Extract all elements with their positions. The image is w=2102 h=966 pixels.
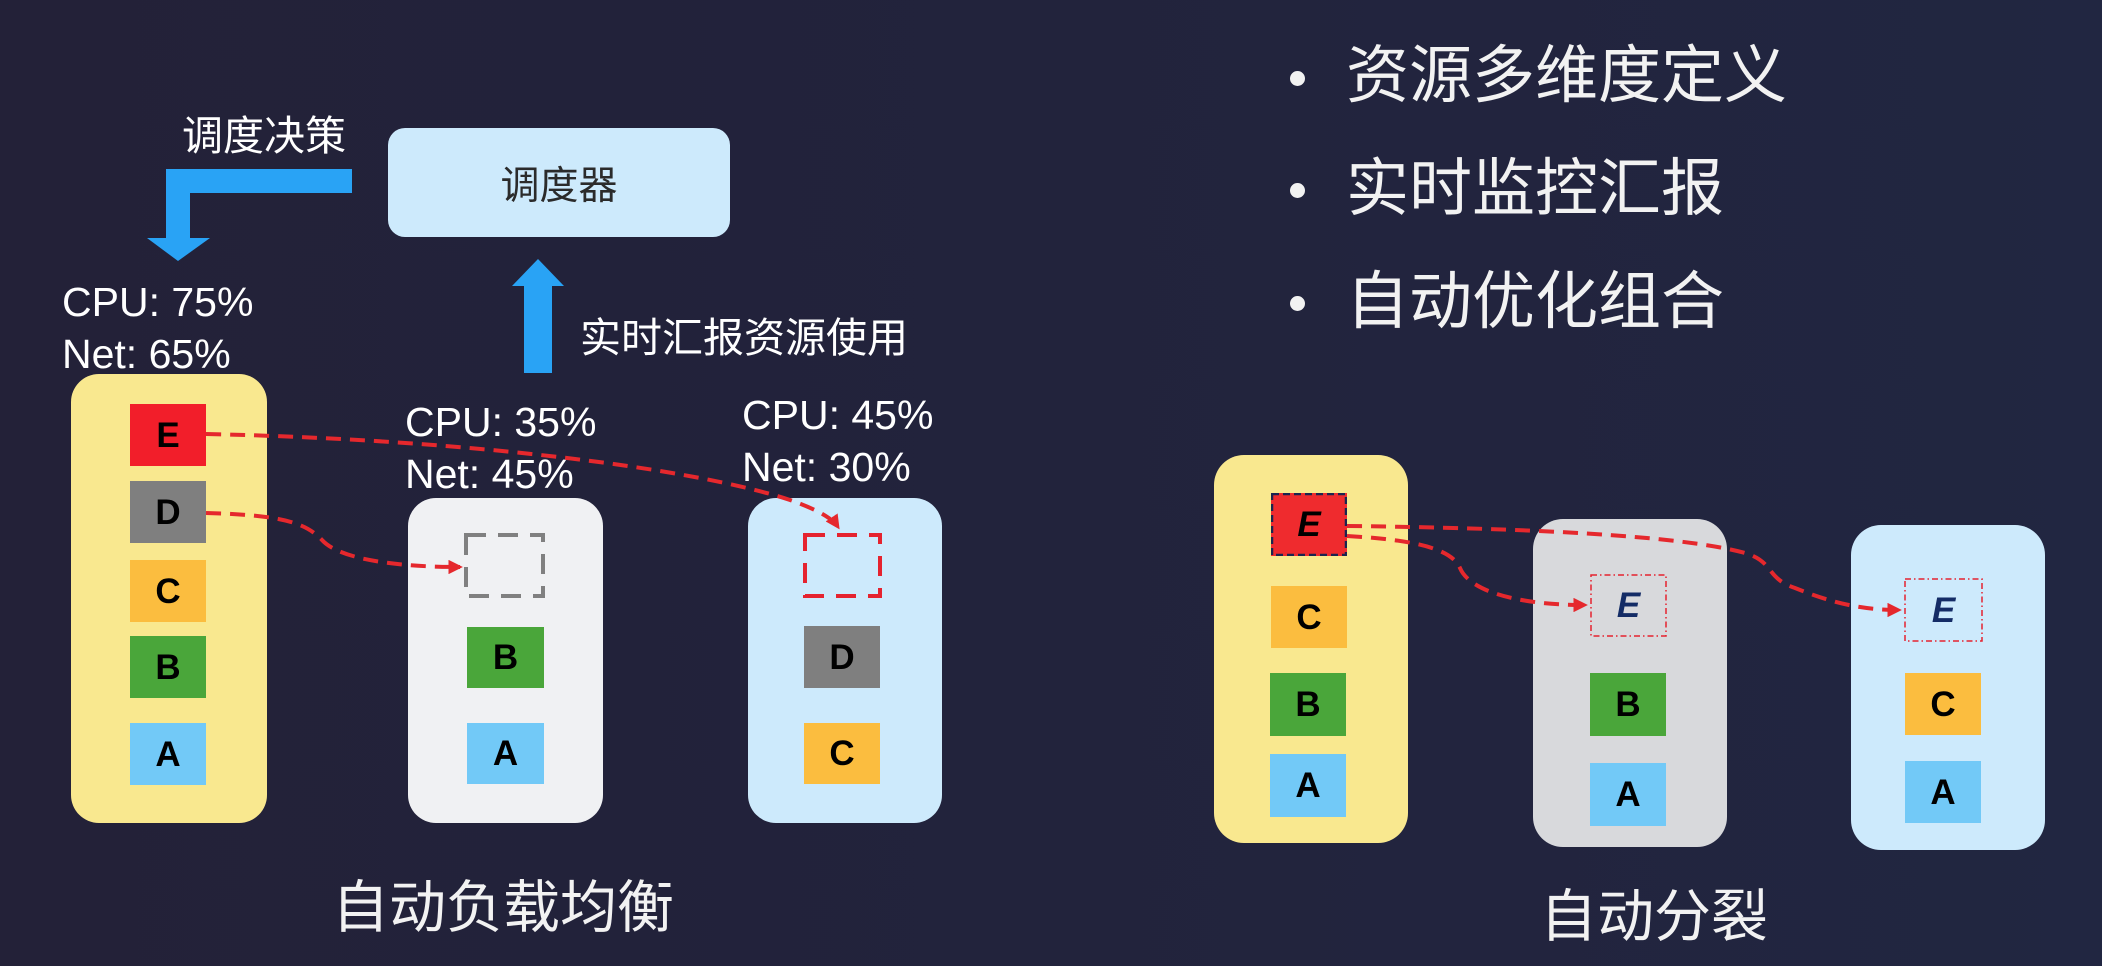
partition-c: C <box>130 560 206 622</box>
partition-a: A <box>130 723 206 785</box>
node-1-net: Net: 65% <box>62 331 231 377</box>
partition-b: B <box>467 627 544 688</box>
node-1-stats: CPU: 75% Net: 65% <box>62 276 253 380</box>
dashed-placeholder-icon <box>803 533 882 598</box>
node-1-cpu: CPU: 75% <box>62 279 254 325</box>
partition-b: B <box>1590 673 1666 736</box>
partition-b: B <box>130 636 206 698</box>
decision-arrow-icon <box>147 169 352 261</box>
partition-d: D <box>130 481 206 543</box>
bullet-dot-icon <box>1290 296 1305 311</box>
split-node-2: E B A <box>1533 519 1727 847</box>
node-2-net: Net: 45% <box>405 451 574 497</box>
node-2-cpu: CPU: 35% <box>405 399 597 445</box>
partition-c: C <box>1271 586 1347 648</box>
lb-node-3: D C <box>748 498 942 823</box>
node-3-net: Net: 30% <box>742 444 911 490</box>
node-3-stats: CPU: 45% Net: 30% <box>742 389 933 493</box>
split-node-3: E C A <box>1851 525 2045 850</box>
decision-label: 调度决策 <box>182 112 346 160</box>
load-balancing-title: 自动负载均衡 <box>332 875 674 941</box>
dashed-placeholder-icon <box>464 533 545 598</box>
partition-b: B <box>1270 673 1346 736</box>
node-2-stats: CPU: 35% Net: 45% <box>405 396 596 500</box>
partition-e-split: E <box>1590 574 1667 637</box>
dashed-border-icon <box>1271 493 1347 556</box>
partition-c: C <box>804 723 880 784</box>
bullet-dot-icon <box>1290 71 1305 86</box>
partition-a: A <box>467 723 544 784</box>
placeholder-slot <box>803 533 882 598</box>
report-label: 实时汇报资源使用 <box>580 314 908 362</box>
partition-a: A <box>1590 763 1666 826</box>
lb-node-2: B A <box>408 498 603 823</box>
bullet-dot-icon <box>1290 183 1305 198</box>
partition-e-split: E <box>1904 578 1983 642</box>
partition-d: D <box>804 626 880 688</box>
scheduler-box: 调度器 <box>388 128 730 237</box>
partition-a: A <box>1270 754 1346 817</box>
scheduler-label: 调度器 <box>500 163 618 209</box>
placeholder-slot <box>464 533 545 598</box>
dash-dot-border-icon <box>1904 578 1983 642</box>
partition-e-hot: E <box>1271 493 1347 556</box>
report-arrow-icon <box>512 259 564 373</box>
partition-a: A <box>1905 761 1981 823</box>
partition-e: E <box>130 404 206 466</box>
auto-split-title: 自动分裂 <box>1540 884 1768 950</box>
lb-node-1: E D C B A <box>71 374 267 823</box>
split-node-1: E C B A <box>1214 455 1408 843</box>
partition-c: C <box>1905 673 1981 735</box>
node-3-cpu: CPU: 45% <box>742 392 934 438</box>
